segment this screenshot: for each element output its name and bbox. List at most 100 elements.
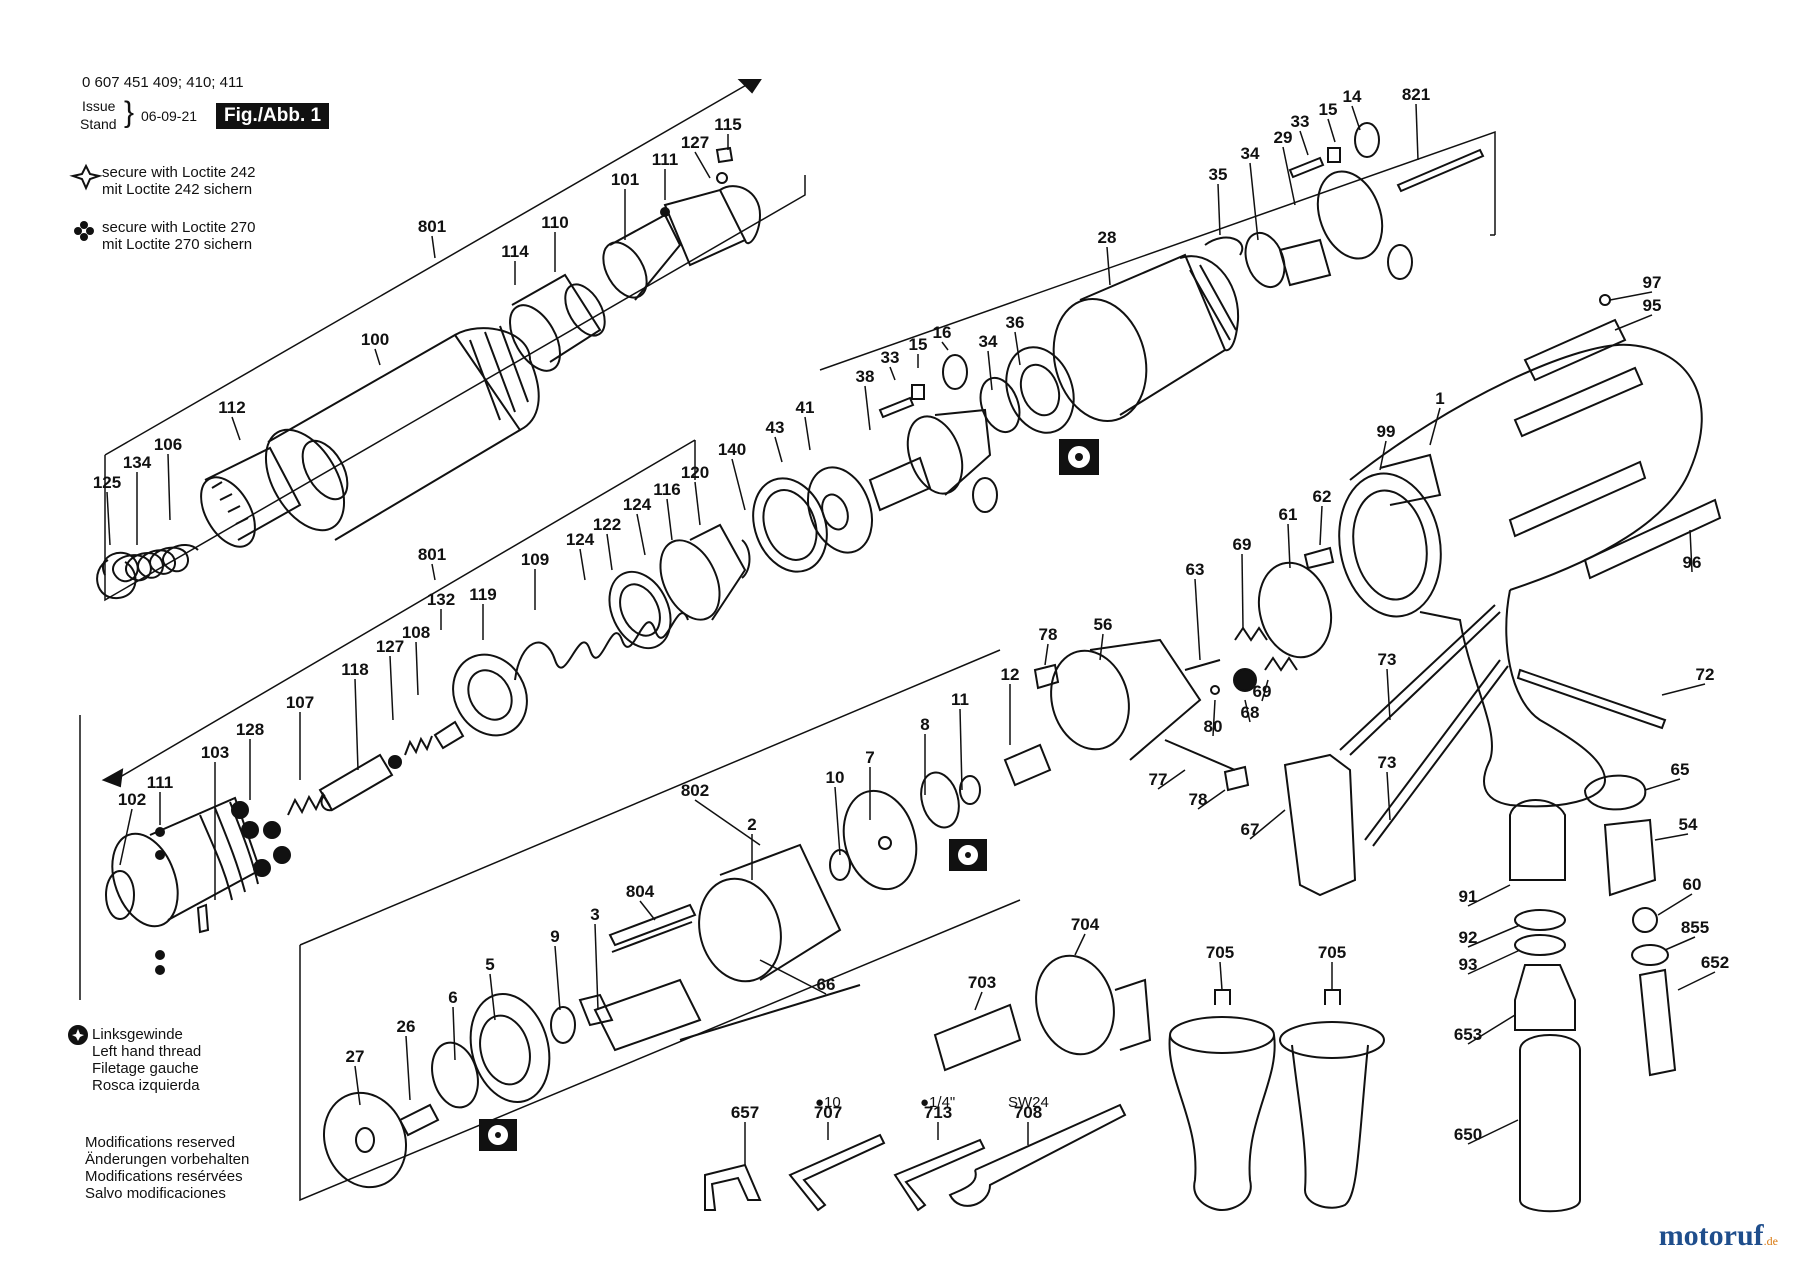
sealed-bearing-mark-2 [949,839,987,871]
rod-63 [1184,659,1221,671]
part-label-140: 140 [718,440,746,459]
leader-line-73 [1386,771,1391,821]
sealed-bearing-mark-1 [1059,439,1099,475]
frame-main [819,130,1496,371]
leader-line-11 [959,708,963,791]
leader-line-68 [1244,699,1251,723]
tool-mark-708: SW24 [1008,1094,1049,1111]
leader-line-35 [1217,183,1221,236]
leader-line-804 [639,900,656,921]
loctite270-note: secure with Loctite 270 mit Loctite 270 … [102,219,255,253]
valve-body-56 [1050,638,1202,761]
blade-804 [608,903,697,953]
part-label-66: 66 [817,975,836,994]
lht-line-de: Linksgewinde [92,1026,183,1043]
part-label-43: 43 [766,418,785,437]
part-label-802: 802 [681,781,709,800]
leader-line-97 [1609,291,1653,301]
leader-line-120 [694,481,701,526]
cylinder-2 [698,843,842,983]
leader-line-650 [1467,1119,1519,1145]
part-label-7: 7 [865,748,874,767]
part-label-804: 804 [626,882,655,901]
part-label-36: 36 [1006,313,1025,332]
leader-line-802 [694,799,761,846]
part-label-68: 68 [1241,703,1260,722]
part-label-28: 28 [1098,228,1117,247]
part-label-801: 801 [418,545,446,564]
frame-arrow-middle [101,768,124,788]
valve-132 [433,720,465,750]
leader-line-855 [1664,936,1696,951]
part-label-122: 122 [593,515,621,534]
leader-line-28 [1106,246,1111,286]
part-label-73: 73 [1378,753,1397,772]
leader-line-5 [489,973,496,1021]
leader-line-93 [1467,949,1521,975]
rod-66 [679,984,861,1041]
end-plate-61 [1257,561,1333,659]
leader-line-704 [1074,933,1086,956]
mod-line-fr: Modifications resérvées [85,1168,243,1185]
part-label-101: 101 [611,170,639,189]
tool-mark-707: ●10 [815,1094,841,1111]
leader-line-72 [1661,683,1706,696]
lht-line-fr: Filetage gauche [92,1060,199,1077]
part-label-703: 703 [968,973,996,992]
leader-line-3 [594,923,599,1011]
loctite242-note: secure with Loctite 242 mit Loctite 242 … [102,164,255,198]
leader-line-77 [1157,769,1186,790]
part-label-14: 14 [1343,87,1362,106]
oring-80 [1210,685,1220,695]
part-label-60: 60 [1683,875,1702,894]
valve-pin-77 [1164,739,1236,771]
leader-line-91 [1467,884,1511,907]
silencer-650 [1519,1034,1581,1213]
part-label-78: 78 [1039,625,1058,644]
part-label-34: 34 [1241,144,1260,163]
gear-15-14 [1327,122,1413,280]
part-label-33: 33 [881,348,900,367]
loctite270-line-en: secure with Loctite 270 [102,219,256,236]
part-label-107: 107 [286,693,314,712]
leader-line-801 [431,563,436,581]
ring-43 [752,477,828,573]
leader-line-95 [1614,314,1653,331]
leader-line-65 [1644,778,1681,791]
leader-line-62 [1319,505,1323,546]
part-label-11: 11 [951,690,969,709]
leader-line-43 [774,436,783,463]
leader-line-54 [1654,833,1689,841]
leader-line-705 [1219,961,1223,991]
loctite242-line-de: mit Loctite 242 sichern [102,181,253,198]
screen-60 [1632,907,1658,933]
plug-78-a [1033,663,1060,690]
frame-upper [104,79,806,602]
part-label-8: 8 [920,715,929,734]
adapter-703 [933,1003,1022,1072]
leader-line-61 [1287,523,1291,569]
part-label-109: 109 [521,550,549,569]
leader-line-16 [941,341,949,351]
part-label-72: 72 [1696,665,1715,684]
spring-69-b [1264,656,1298,672]
strip-96 [1583,498,1722,580]
spring-106 [102,544,199,583]
part-label-821: 821 [1402,85,1430,104]
part-label-92: 92 [1459,928,1478,947]
housing-1 [1338,343,1703,808]
part-label-62: 62 [1313,487,1332,506]
part-labels: 0 607 451 409801114110101111127115100112… [93,85,1729,1165]
part-label-41: 41 [796,398,815,417]
part-label-110: 110 [541,213,568,232]
end-plate-7 [842,789,918,891]
washer-27 [322,1091,408,1189]
part-label-708: 708 [1014,1103,1042,1122]
part-label-707: 707 [814,1103,842,1122]
leader-line-653 [1467,1014,1516,1045]
leader-line-38 [864,385,871,431]
leader-line-34 [1249,162,1259,241]
oring-65 [1584,774,1647,811]
part-label-97: 97 [1643,273,1662,292]
part-label-132: 132 [427,590,455,609]
